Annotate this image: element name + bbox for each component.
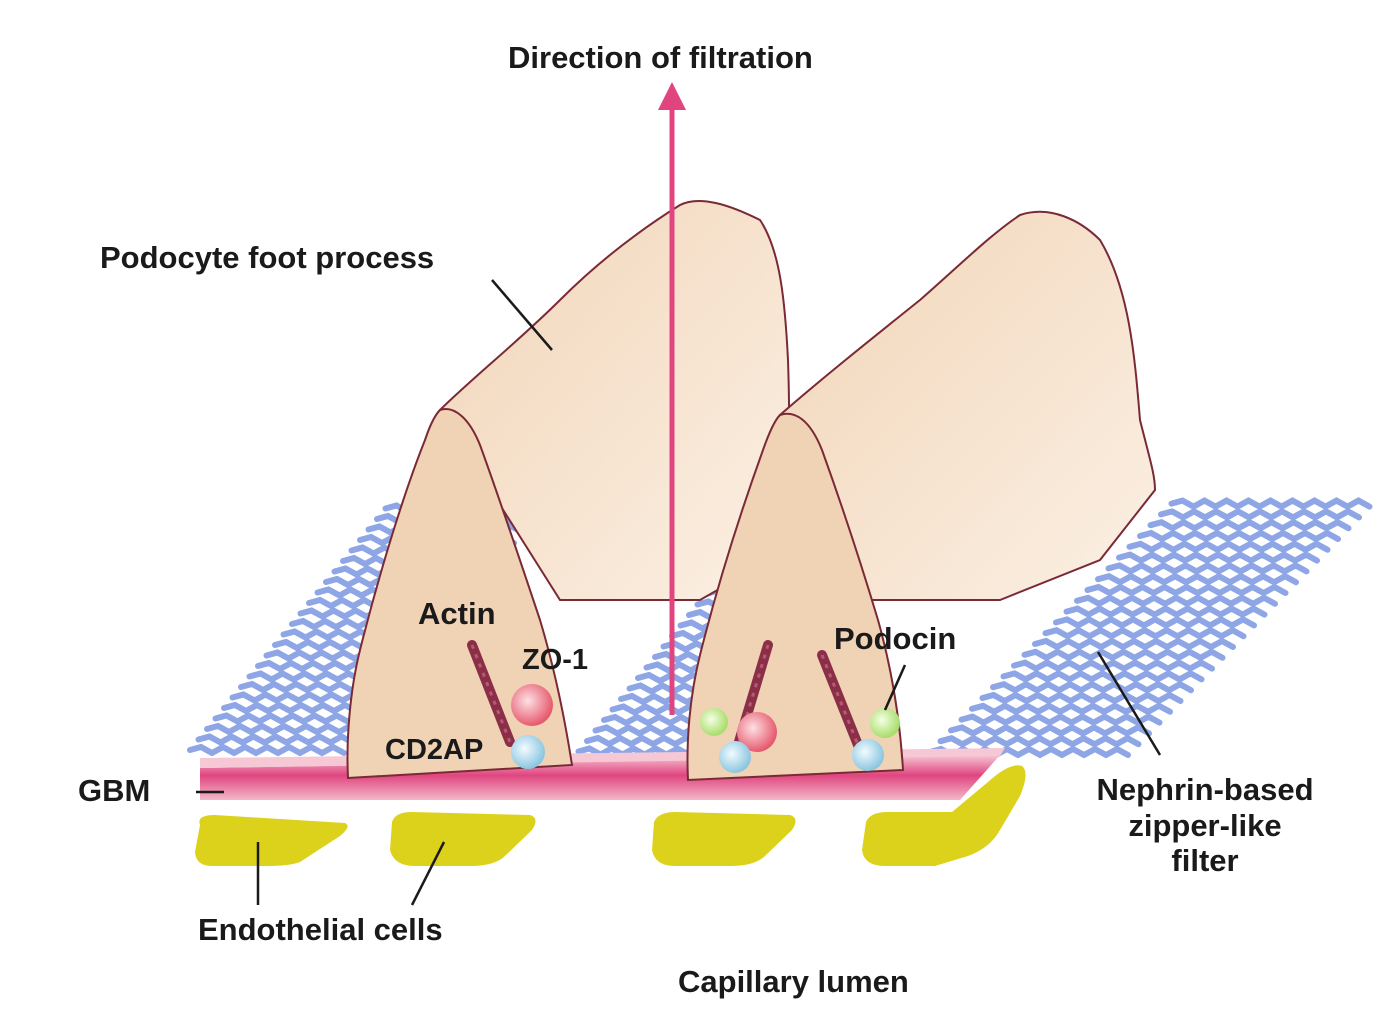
label-actin: Actin — [418, 596, 496, 632]
nephrin-strand — [207, 726, 361, 732]
nephrin-strand — [216, 716, 370, 722]
nephrin-strand — [951, 727, 1149, 733]
endothelial-cell — [390, 812, 536, 866]
nephrin-strand — [1025, 652, 1223, 658]
endothelial-cell — [652, 812, 796, 866]
nephrin-strand — [962, 717, 1160, 723]
label-direction-of-filtration: Direction of filtration — [508, 40, 813, 76]
nephrin-strand — [1056, 619, 1254, 625]
podocin-protein — [700, 708, 728, 736]
label-zo1: ZO-1 — [522, 644, 588, 677]
zo1-protein — [511, 684, 553, 726]
label-nephrin-line1: Nephrin-based — [1080, 772, 1330, 808]
cd2ap-protein — [511, 735, 545, 769]
cd2ap-protein-2 — [719, 741, 751, 773]
label-endothelial-cells: Endothelial cells — [198, 912, 443, 948]
cd2ap-protein-3 — [852, 739, 884, 771]
nephrin-strand — [199, 737, 353, 743]
nephrin-strand — [1140, 533, 1338, 539]
label-nephrin-line2: zipper-like — [1080, 808, 1330, 844]
label-nephrin-line3: filter — [1080, 843, 1330, 879]
endothelial-cell — [195, 815, 348, 866]
nephrin-strand — [1004, 673, 1202, 679]
label-capillary-lumen: Capillary lumen — [678, 964, 909, 1000]
nephrin-strand — [1035, 641, 1233, 647]
nephrin-strand — [1119, 555, 1317, 561]
nephrin-strand — [1014, 663, 1212, 669]
nephrin-strand — [1067, 609, 1265, 615]
nephrin-strand — [1109, 565, 1307, 571]
nephrin-strand — [1098, 576, 1296, 582]
label-podocyte-foot-process: Podocyte foot process — [100, 240, 434, 276]
label-gbm: GBM — [78, 773, 150, 809]
nephrin-strand — [190, 747, 344, 753]
podocin-protein-2 — [870, 708, 900, 738]
label-cd2ap: CD2AP — [385, 734, 483, 767]
nephrin-strand — [983, 695, 1181, 701]
nephrin-strand — [1077, 598, 1275, 604]
nephrin-strand — [993, 684, 1191, 690]
nephrin-strand — [1046, 630, 1244, 636]
nephrin-strand — [1151, 522, 1349, 528]
nephrin-strand — [941, 738, 1139, 744]
nephrin-strand — [1172, 501, 1370, 507]
nephrin-strand — [1161, 511, 1359, 517]
label-nephrin-filter: Nephrin-based zipper-like filter — [1080, 772, 1330, 879]
nephrin-strand — [1130, 544, 1328, 550]
nephrin-strand — [972, 706, 1170, 712]
label-podocin: Podocin — [834, 621, 956, 657]
nephrin-strand — [1088, 587, 1286, 593]
